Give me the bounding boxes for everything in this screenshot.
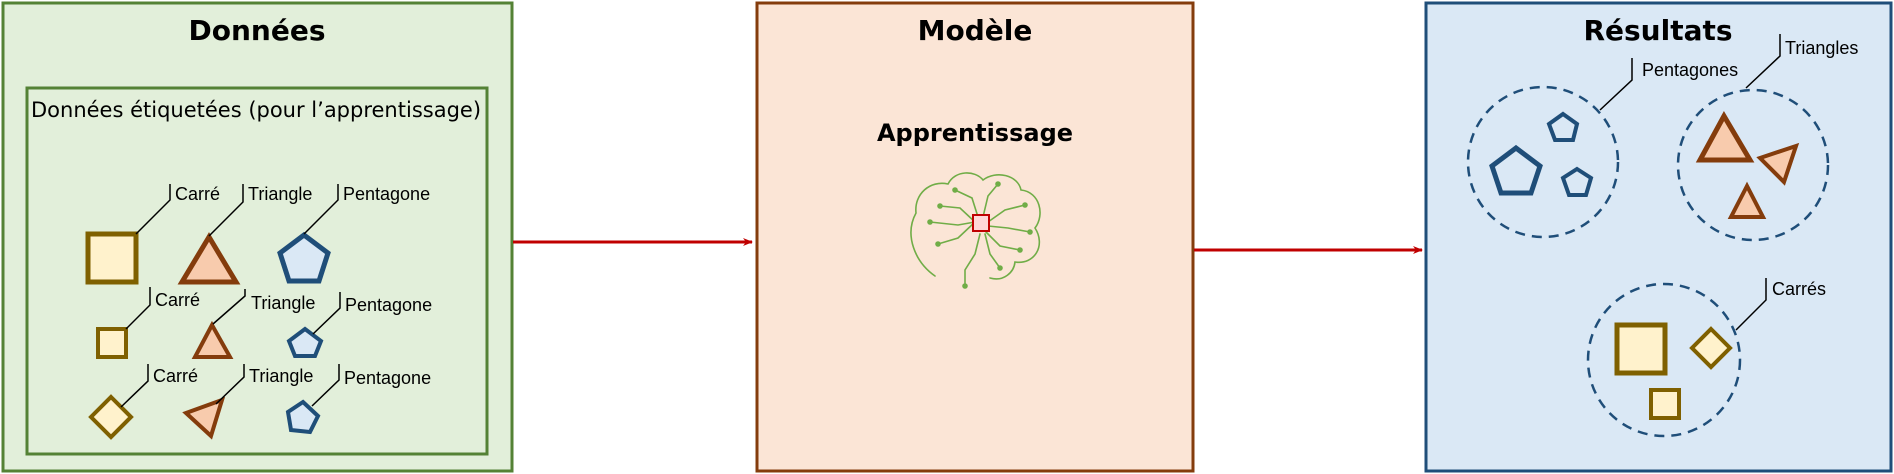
label-triangle-3: Triangle [249, 366, 313, 386]
chip-icon [972, 214, 990, 232]
cluster-label-triangles: Triangles [1785, 38, 1858, 58]
labeled-data-title: Données étiquetées (pour l’apprentissage… [31, 98, 481, 122]
label-carre-1: Carré [175, 184, 220, 204]
label-pentagone-1: Pentagone [343, 184, 430, 204]
label-pentagone-2: Pentagone [345, 295, 432, 315]
cluster-carres: Carrés [1586, 278, 1826, 438]
labeled-item-triangle-large: Triangle [177, 184, 312, 285]
labeled-item-pentagon-rotated: Pentagone [285, 364, 431, 435]
labeled-item-square-large: Carré [85, 184, 220, 285]
label-pentagone-3: Pentagone [344, 368, 431, 388]
model-panel-title: Modèle [918, 14, 1033, 47]
label-carre-3: Carré [153, 366, 198, 386]
labeled-item-pentagon-small: Pentagone [286, 292, 432, 358]
cluster-label-carres: Carrés [1772, 279, 1826, 299]
model-panel: Modèle Apprentissage [755, 1, 1195, 473]
cluster-pentagones: Pentagones [1466, 58, 1738, 239]
label-triangle-2: Triangle [251, 293, 315, 313]
results-panel-title: Résultats [1583, 14, 1732, 47]
labeled-item-square-small: Carré [96, 287, 200, 359]
cluster-triangles: Triangles [1676, 34, 1858, 242]
labeled-item-pentagon-large: Pentagone [277, 184, 430, 284]
label-triangle-1: Triangle [248, 184, 312, 204]
labeled-item-triangle-small: Triangle [191, 289, 315, 359]
cluster-label-pentagones: Pentagones [1642, 60, 1738, 80]
labeled-item-triangle-rotated: Triangle [182, 364, 313, 440]
results-panel: Résultats Pentagones Triangles Car [1424, 1, 1893, 473]
labeled-data-box: Données étiquetées (pour l’apprentissage… [25, 86, 489, 456]
data-panel: Données Données étiquetées (pour l’appre… [1, 1, 514, 473]
labeled-item-square-rotated: Carré [88, 364, 198, 440]
model-subtitle: Apprentissage [877, 119, 1073, 147]
label-carre-2: Carré [155, 290, 200, 310]
data-panel-title: Données [189, 14, 326, 47]
brain-circuit-icon [910, 172, 1041, 289]
